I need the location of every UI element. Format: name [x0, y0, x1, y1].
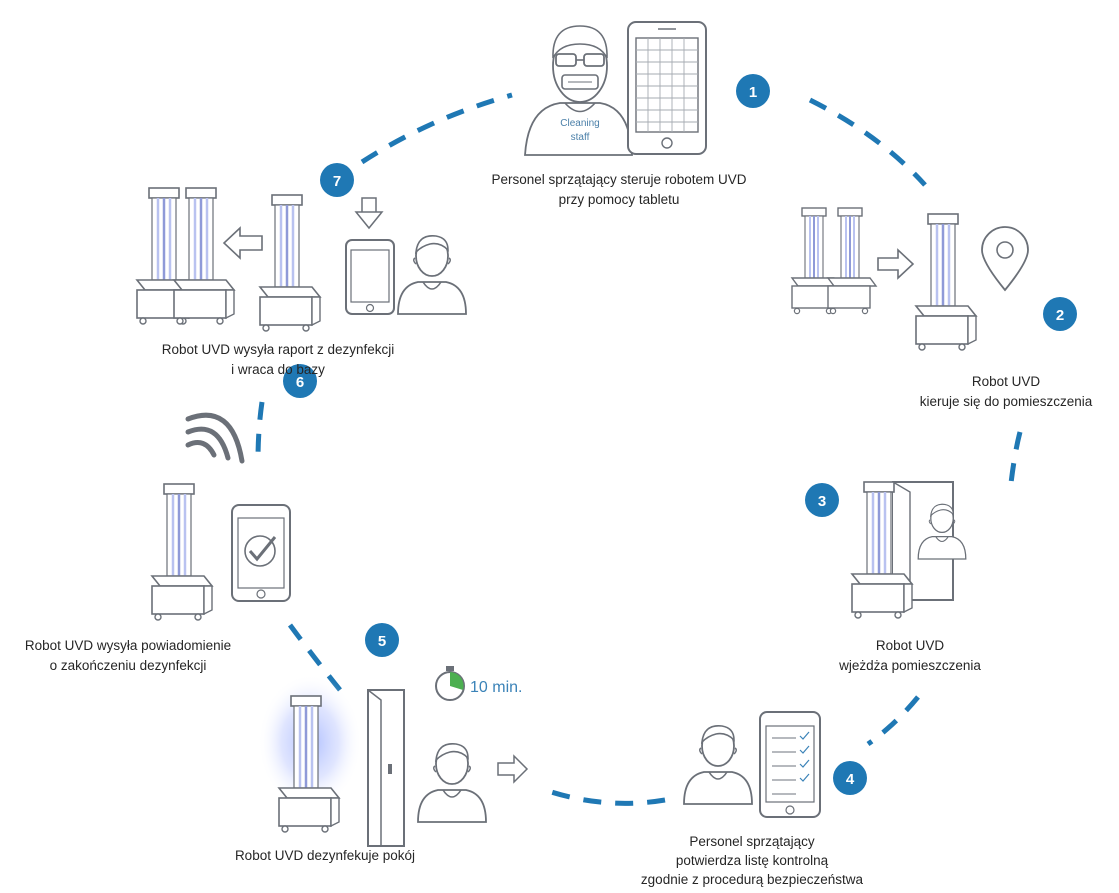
step-3-illustration	[850, 480, 967, 620]
step-4-caption-line-2: potwierdza listę kontrolną	[675, 853, 829, 868]
step-1-badge: 1	[736, 74, 770, 108]
step-6-caption-line-2: o zakończeniu dezynfekcji	[49, 658, 207, 673]
cleaning-staff-person-icon	[524, 25, 633, 156]
step-2-illustration	[791, 207, 1029, 352]
step-7-caption-line-1: Robot UVD wysyła raport z dezynfekcji	[161, 342, 395, 357]
timer-label: 10 min.	[470, 679, 522, 696]
dash-arc-4-5	[544, 787, 666, 806]
step-6-badge: 6	[283, 364, 317, 398]
step-6-illustration	[150, 412, 291, 622]
docked-robot-icon	[172, 186, 236, 326]
step-1-illustration: Cleaning staff	[524, 21, 707, 156]
step-2-caption-line-2: kieruje się do pomieszczenia	[919, 394, 1093, 409]
svg-text:2: 2	[1056, 307, 1064, 324]
dash-arc-7-1	[360, 92, 513, 165]
step-7-caption: Robot UVD wysyła raport z dezynfekcji i …	[128, 340, 428, 380]
step-1-caption-line-2: przy pomocy tabletu	[558, 192, 680, 207]
dash-arc-1-2	[808, 97, 927, 187]
step-6-caption: Robot UVD wysyła powiadomienie o zakończ…	[8, 636, 248, 676]
shirt-label-line-1: Cleaning	[560, 118, 599, 129]
svg-text:5: 5	[378, 633, 386, 650]
returning-robot-icon	[258, 193, 322, 333]
arrow-left-icon	[222, 226, 263, 260]
step-7-illustration	[135, 186, 467, 333]
arrow-right-icon	[497, 754, 529, 784]
step-3-caption-line-2: wjeżdża pomieszczenia	[839, 658, 981, 673]
closed-door-icon	[367, 689, 405, 847]
docked-robot-icon	[827, 207, 877, 315]
location-pin-icon	[981, 226, 1029, 292]
step-3-badge: 3	[805, 483, 839, 517]
svg-text:1: 1	[749, 84, 757, 101]
step-3-caption: Robot UVD wjeżdża pomieszczenia	[820, 636, 1000, 676]
tablet-icon	[627, 21, 707, 155]
step-2-caption: Robot UVD kieruje się do pomieszczenia	[900, 372, 1112, 412]
phone-report-icon	[345, 239, 395, 315]
tablet-check-icon	[231, 504, 291, 602]
step-4-illustration	[683, 711, 821, 818]
step-4-caption: Personel sprzątający potwierdza listę ko…	[612, 832, 892, 889]
dash-arc-3-4	[866, 695, 920, 747]
step-1-caption: Personel sprzątający steruje robotem UVD…	[459, 170, 779, 210]
step-2-badge: 2	[1043, 297, 1077, 331]
moving-robot-icon	[914, 212, 978, 352]
step-5-caption-line-1: Robot UVD dezynfekuje pokój	[234, 848, 416, 863]
step-5-caption: Robot UVD dezynfekuje pokój	[210, 846, 440, 866]
svg-text:7: 7	[333, 173, 341, 190]
arrow-down-icon	[354, 197, 384, 230]
step-5-badge: 5	[365, 623, 399, 657]
cycle-connector-dashes	[255, 92, 1023, 806]
stopwatch-icon	[435, 666, 465, 701]
staff-person-icon	[397, 234, 467, 315]
dash-arc-6-7	[255, 401, 265, 461]
step-1-caption-line-1: Personel sprzątający steruje robotem UVD	[491, 172, 747, 187]
svg-text:4: 4	[846, 771, 855, 788]
arrow-right-icon	[877, 248, 915, 280]
step-3-caption-line-1: Robot UVD	[875, 638, 945, 653]
notifying-robot-icon	[150, 482, 214, 622]
shirt-label-line-2: staff	[571, 132, 590, 143]
step-badges: 1 2 3 4 5 6 7	[283, 74, 1077, 795]
wifi-signal-icon	[185, 412, 245, 464]
step-7-badge: 7	[320, 163, 354, 197]
svg-text:3: 3	[818, 493, 826, 510]
step-4-caption-line-1: Personel sprzątający	[689, 834, 815, 849]
staff-person-icon	[683, 724, 753, 805]
checklist-tablet-icon	[759, 711, 821, 818]
step-4-badge: 4	[833, 761, 867, 795]
step-6-caption-line-1: Robot UVD wysyła powiadomienie	[24, 638, 232, 653]
waiting-person-icon	[417, 742, 487, 823]
step-5-illustration: 10 min.	[258, 666, 529, 847]
svg-text:6: 6	[296, 374, 304, 391]
step-7-caption-line-2: i wraca do bazy	[231, 362, 325, 377]
step-2-caption-line-1: Robot UVD	[971, 374, 1041, 389]
step-4-caption-line-3: zgodnie z procedurą bezpieczeństwa	[640, 872, 864, 887]
dash-arc-2-3	[1007, 431, 1023, 493]
